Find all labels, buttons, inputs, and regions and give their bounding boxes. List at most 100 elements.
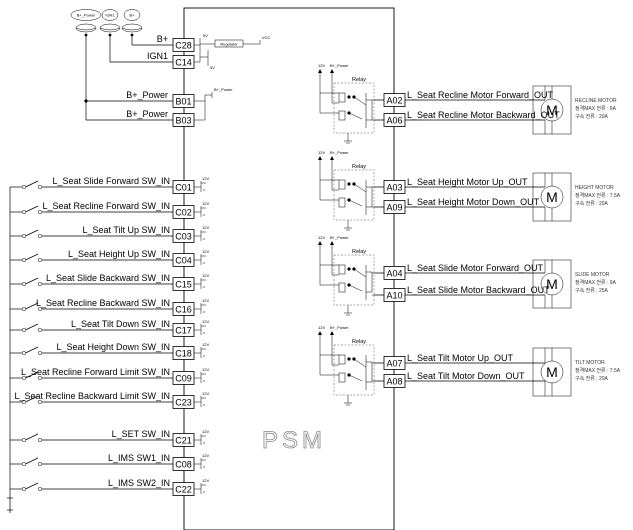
pin-a08-label: A08: [386, 376, 402, 386]
motor-symbol: M: [546, 364, 558, 380]
v5-label: 5V: [203, 33, 208, 38]
switch-blade: [25, 457, 39, 465]
pin-a10-label: A10: [386, 290, 402, 300]
switch-ground-bus: [7, 187, 13, 513]
signal-label: L_Seat Height Down SW_IN: [56, 342, 170, 352]
bpower-label: B+_Power: [214, 87, 233, 92]
wire-label: B+_Power: [126, 90, 168, 100]
pin-c03-label: C03: [175, 231, 192, 241]
relay-label: Relay: [352, 164, 366, 170]
fuse-label: B+_Power: [77, 13, 96, 18]
switch-contact: [37, 461, 43, 467]
v5-label-2: 5V: [210, 65, 215, 70]
signal-label: L_Seat Slide Motor Forward_OUT: [407, 263, 544, 273]
fuse-label: B+: [129, 13, 135, 18]
switch-contact: [21, 461, 27, 467]
node-dot: [203, 262, 205, 264]
relay-outline: [333, 254, 375, 306]
node-dot: [203, 189, 205, 191]
relay-label: Relay: [352, 77, 366, 83]
relay-contact: [347, 267, 351, 271]
switch-blade: [25, 482, 39, 490]
bpower-label: B+_Power: [330, 235, 349, 240]
switch-contact: [37, 306, 43, 312]
arrow-icon: [318, 69, 322, 73]
node-dot: [203, 466, 205, 468]
motor-spec-rated: 정격MAX 전류 : 7.5A: [575, 192, 621, 199]
v12-label: 12V: [202, 225, 209, 230]
pin-a07-label: A07: [386, 358, 402, 368]
relay-outline: [333, 344, 375, 396]
signal-label: L_Seat Recline Motor Backward_OUT: [407, 110, 560, 120]
relay-outline: [333, 82, 375, 134]
vcc-label: VCC: [262, 35, 271, 40]
v12-label: 12V: [202, 273, 209, 278]
pin-a03-label: A03: [386, 182, 402, 192]
switch-contact: [37, 233, 43, 239]
pin-c16-label: C16: [175, 304, 192, 314]
switch-blade: [25, 323, 39, 331]
switch-contact: [37, 437, 43, 443]
signal-label: L_Seat Height Up SW_IN: [68, 249, 170, 259]
arrow-icon: [330, 331, 334, 335]
relay-arm: [353, 358, 367, 368]
signal-label: L_Seat Tilt Down SW_IN: [71, 319, 170, 329]
pin-c08-label: C08: [175, 459, 192, 469]
signal-label: L_Seat Recline Forward Limit SW_IN: [21, 367, 170, 377]
power-wires: [84, 35, 173, 121]
switch-contact: [21, 486, 27, 492]
switch-contact: [37, 327, 43, 333]
relay-coil: [338, 282, 346, 293]
relay-coil: [338, 372, 346, 383]
relay-outline: [333, 169, 375, 221]
v12-label: 12V: [318, 325, 325, 330]
motor-symbol: M: [546, 102, 558, 118]
regulator-label: Regulator: [220, 41, 238, 46]
relay-coil: [338, 197, 346, 208]
signal-label: L_IMS SW2_IN: [108, 478, 170, 488]
switch-blade: [25, 371, 39, 379]
switch-blade: [25, 205, 39, 213]
motor-spec-locked: 구속 전류 : 20A: [575, 375, 609, 382]
v12-label: 12V: [202, 391, 209, 396]
power-pin-c28: C28 B+: [157, 34, 195, 52]
motor-spec-locked: 구속 전류 : 25A: [575, 287, 609, 294]
fuse-bpower: B+_Power: [70, 9, 102, 37]
pin-a09-label: A09: [386, 202, 402, 212]
bpower-label: B+_Power: [330, 150, 349, 155]
pin-c28-label: C28: [175, 40, 192, 50]
pin-c18-label: C18: [175, 348, 192, 358]
switch-contact: [21, 209, 27, 215]
wire-label: B+: [157, 34, 168, 44]
v12-label: 12V: [318, 150, 325, 155]
switch-contact: [21, 233, 27, 239]
pin-c21-label: C21: [175, 435, 192, 445]
signal-label: L_Seat Height Motor Up_OUT: [407, 177, 528, 187]
bpower-internal: B+_Power: [194, 87, 233, 121]
relay-contact: [347, 95, 351, 99]
switch-blade: [25, 277, 39, 285]
switch-contact: [37, 486, 43, 492]
switch-blade: [25, 253, 39, 261]
relay-label: Relay: [352, 339, 366, 345]
node-dot: [203, 286, 205, 288]
signal-label: L_SET SW_IN: [112, 429, 170, 439]
switch-contact: [21, 437, 27, 443]
pin-c14-box: [172, 55, 195, 69]
arrow-icon: [330, 241, 334, 245]
